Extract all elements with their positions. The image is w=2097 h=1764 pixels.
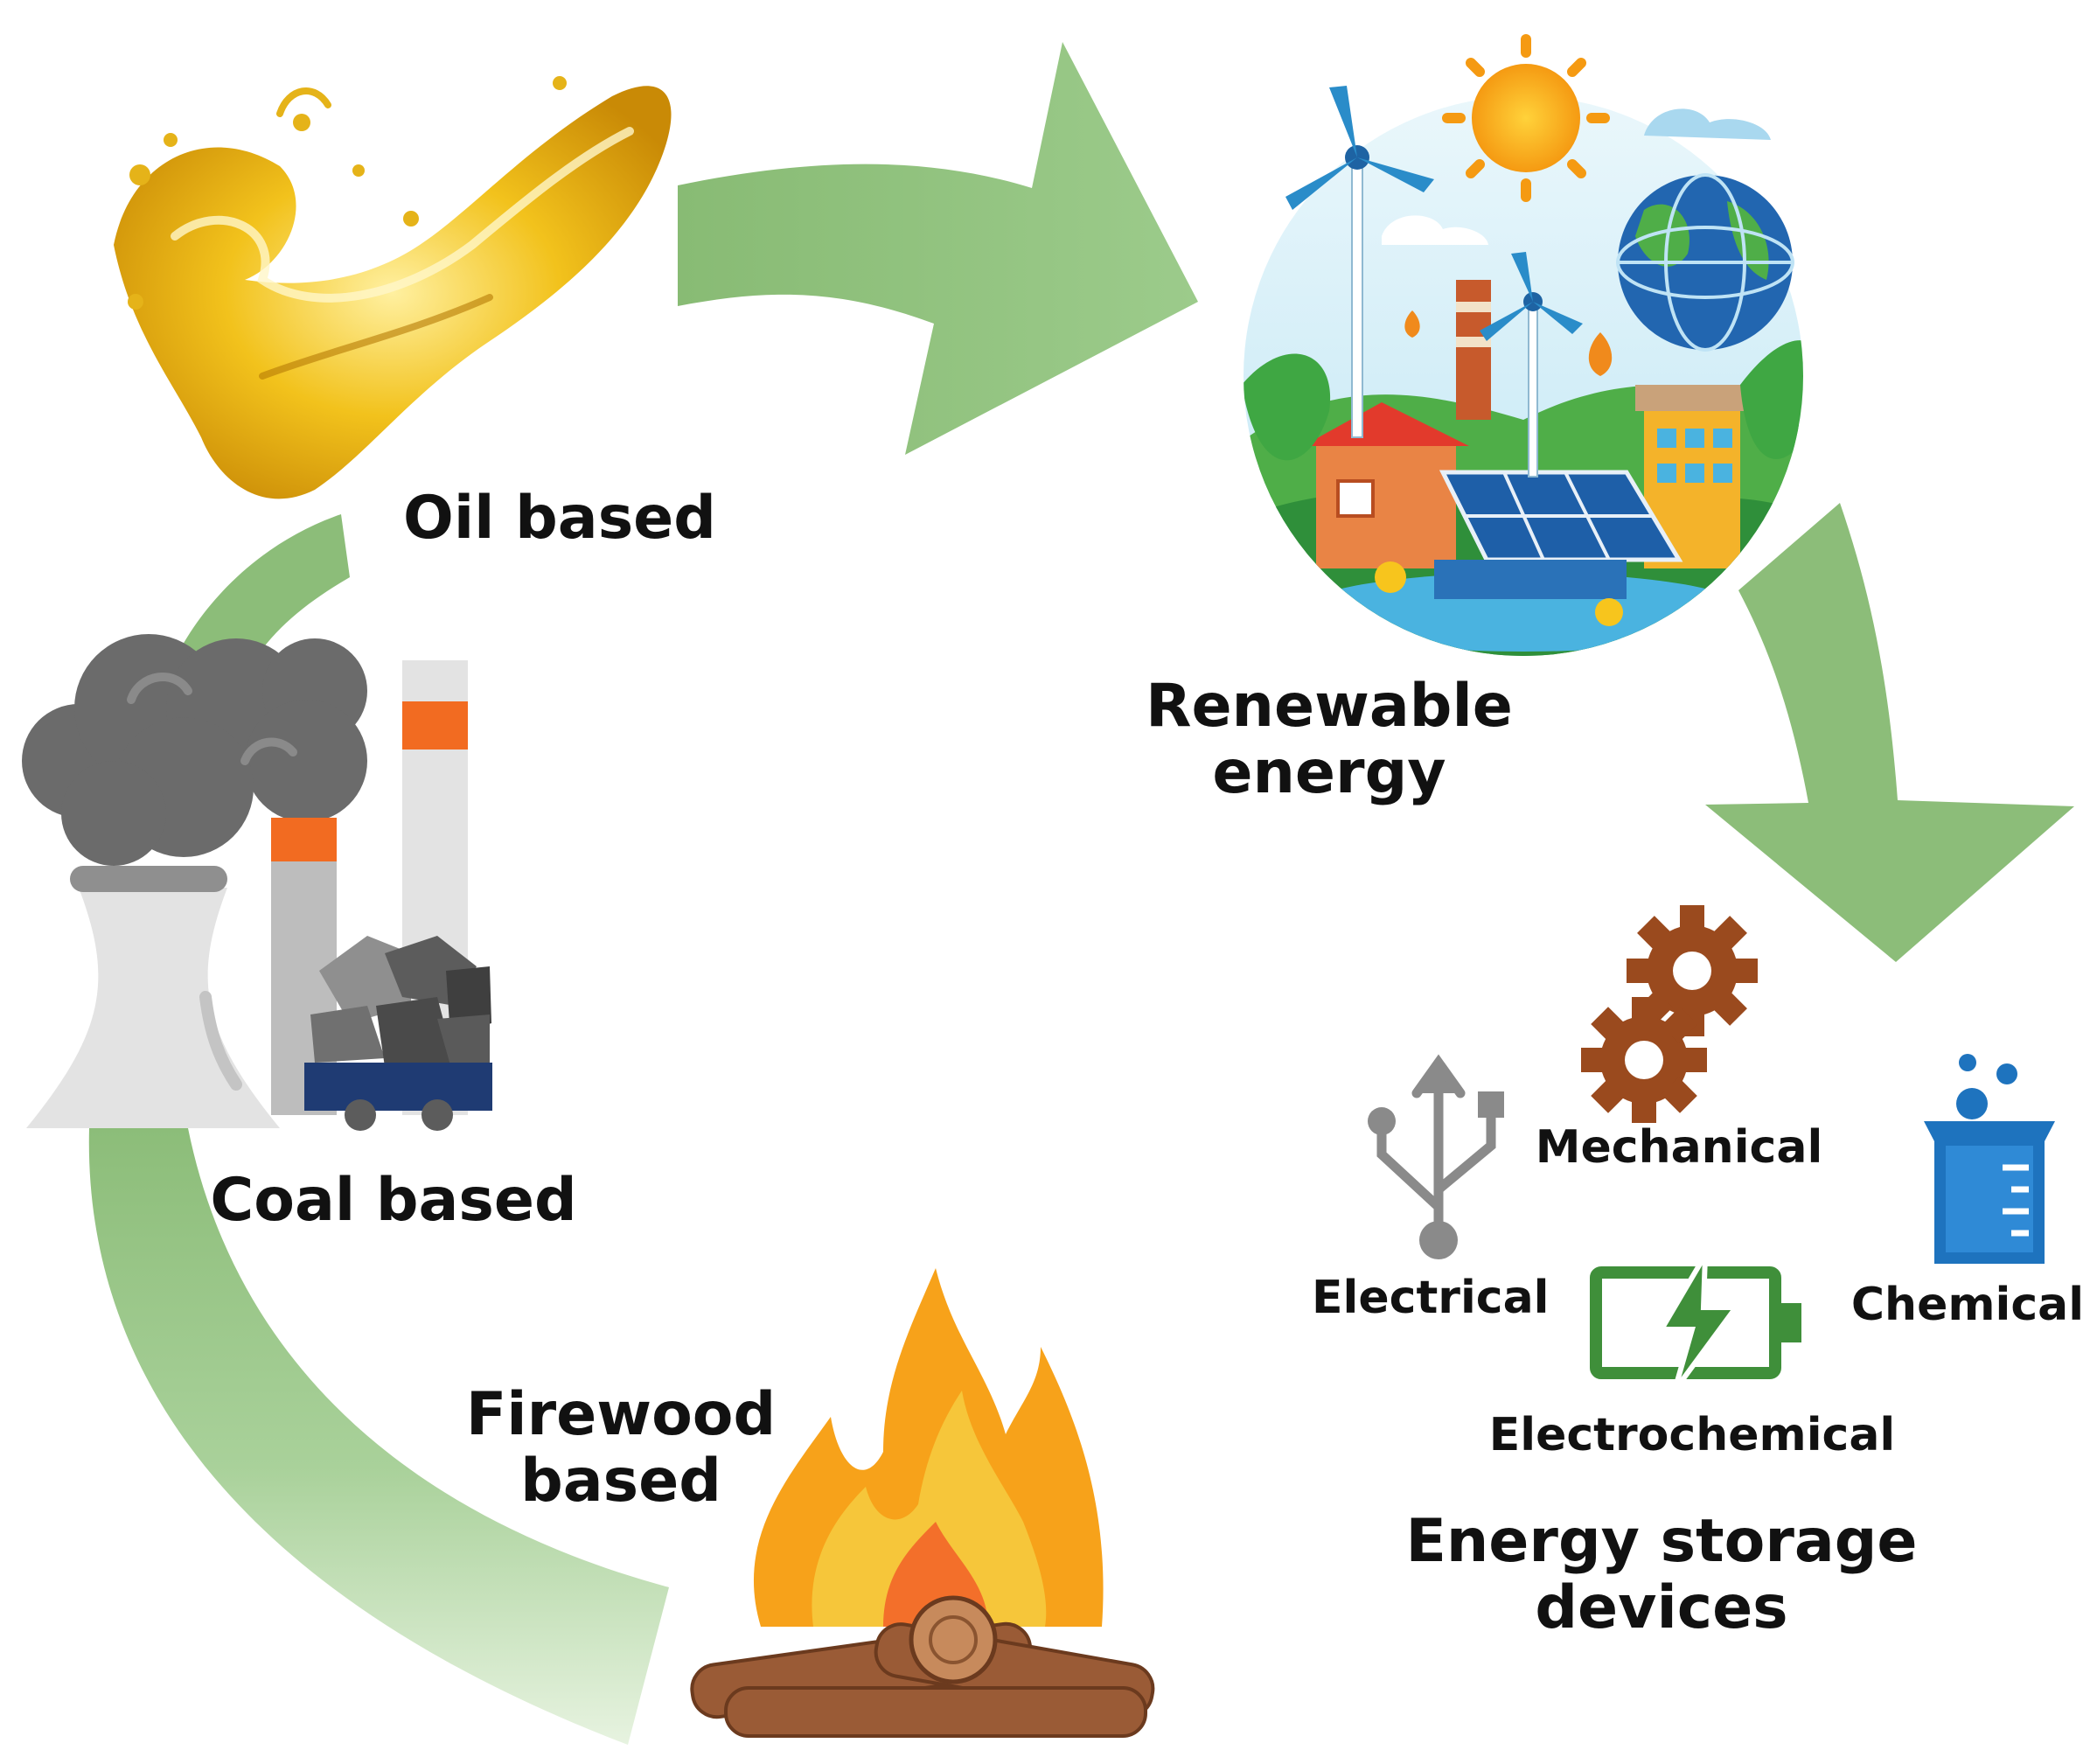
sun-icon — [1442, 34, 1610, 202]
usb-icon — [1368, 1054, 1504, 1259]
firewood-based-label: Firewood based — [446, 1380, 796, 1516]
oil-splash-icon — [114, 76, 672, 499]
cycle-arrow-oil-to-renewable — [678, 42, 1198, 455]
oil-based-label: Oil based — [403, 484, 716, 553]
energy-storage-devices-label: Energy storage devices — [1382, 1507, 1941, 1643]
renewable-energy-scene-icon — [1244, 34, 1803, 656]
mechanical-label: Mechanical — [1535, 1121, 1823, 1174]
gear-icon — [1627, 905, 1758, 1036]
campfire-icon — [690, 1268, 1155, 1738]
gears-icon — [1581, 905, 1758, 1123]
electrical-label: Electrical — [1312, 1272, 1550, 1324]
cycle-arrow-renewable-to-storage — [1705, 503, 2074, 962]
coal-based-label: Coal based — [210, 1166, 577, 1235]
beaker-icon — [1924, 1054, 2055, 1264]
smoke-icon — [22, 634, 367, 866]
firewood-label-line2: based — [520, 1447, 721, 1516]
renewable-energy-label: Renewable energy — [1137, 673, 1522, 806]
battery-icon — [1590, 1253, 1801, 1392]
gear-icon — [1581, 997, 1707, 1123]
coal-pile-icon — [310, 936, 491, 1067]
renewable-label-line2: energy — [1212, 738, 1446, 808]
electrochemical-label: Electrochemical — [1488, 1409, 1896, 1461]
firewood-label-line1: Firewood — [465, 1380, 777, 1449]
renewable-label-line1: Renewable — [1146, 672, 1513, 741]
storage-label-line1: Energy storage — [1405, 1507, 1918, 1576]
storage-label-line2: devices — [1535, 1573, 1788, 1643]
chemical-label: Chemical — [1850, 1279, 2085, 1331]
coal-power-plant-icon — [22, 634, 492, 1131]
globe-icon — [1616, 173, 1794, 352]
